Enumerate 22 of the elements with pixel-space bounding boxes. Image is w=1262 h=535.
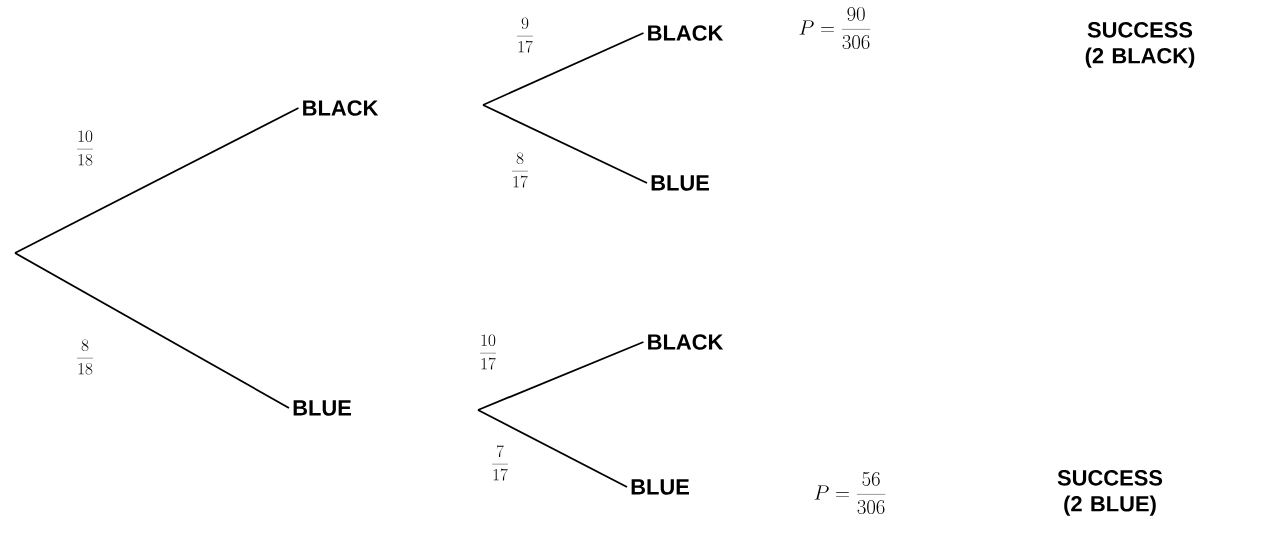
probability-formula: $P=\frac{90}{306}$	[799, 6, 871, 50]
branch-line	[482, 104, 648, 184]
outcome-label: BLACK	[648, 334, 724, 350]
branch-line	[14, 107, 300, 254]
edge-label: $\frac{8}{18}$	[74, 338, 96, 376]
outcome-label: BLACK	[648, 25, 724, 41]
outcome-label: BLUE	[293, 400, 351, 416]
branch-line	[482, 32, 645, 106]
edge-label: $\frac{7}{17}$	[489, 444, 511, 482]
edge-label: $\frac{8}{17}$	[509, 151, 531, 189]
result-note: SUCCESS (2 BLACK)	[1085, 22, 1195, 68]
branch-line	[14, 252, 290, 409]
outcome-label: BLACK	[303, 100, 379, 116]
branch-line	[477, 409, 628, 488]
edge-label: $\frac{10}{17}$	[477, 333, 499, 371]
outcome-label: BLUE	[651, 175, 709, 191]
outcome-label: BLUE	[631, 479, 689, 495]
result-note: SUCCESS (2 BLUE)	[1057, 470, 1163, 516]
edge-label: $\frac{9}{17}$	[514, 16, 536, 54]
probability-formula: $P=\frac{56}{306}$	[814, 471, 886, 515]
edge-label: $\frac{10}{18}$	[74, 129, 96, 167]
branch-line	[477, 341, 645, 411]
